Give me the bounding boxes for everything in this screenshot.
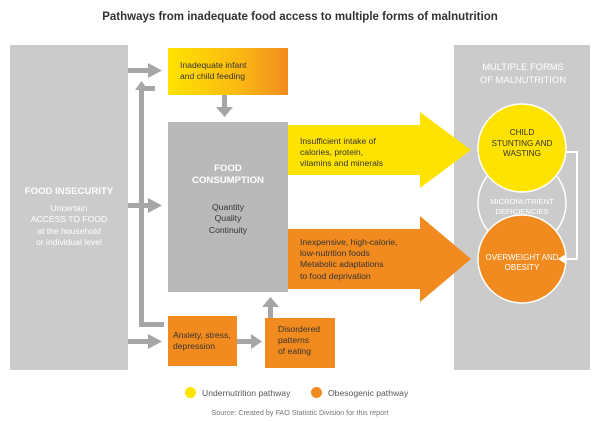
- micronutrient-line: MICRONUTRIENT: [490, 197, 554, 206]
- inexpensive-foods-label: Inexpensive, high-calorie, low-nutrition…: [300, 237, 425, 282]
- obesity-label: OVERWEIGHT AND OBESITY: [483, 253, 561, 274]
- food-insecurity-panel: [10, 45, 128, 370]
- malnutrition-heading-line: MULTIPLE FORMS: [482, 61, 564, 72]
- anxiety-line: depression: [173, 341, 216, 352]
- inexpensive-foods-line: Inexpensive, high-calorie,: [300, 237, 398, 247]
- undernutrition-arrow: [288, 112, 471, 188]
- food-insecurity-line: or individual level: [36, 237, 102, 248]
- infant-feeding-label: Inadequate infant and child feeding: [180, 60, 288, 82]
- food-consumption-heading-line: FOOD: [214, 163, 242, 174]
- anxiety-line: Anxiety, stress,: [173, 330, 231, 340]
- insufficient-intake-line: calories, protein,: [300, 147, 364, 158]
- malnutrition-heading-line: OF MALNUTRITION: [480, 73, 566, 85]
- diagram-title: Pathways from inadequate food access to …: [102, 11, 498, 23]
- stunting-label: CHILD STUNTING AND WASTING: [478, 128, 566, 160]
- circle-bracket: [566, 151, 578, 260]
- food-insecurity-description: Uncertain ACCESS TO FOOD at the househol…: [10, 203, 128, 249]
- malnutrition-heading: MULTIPLE FORMS OF MALNUTRITION: [456, 61, 590, 86]
- inexpensive-foods-line: Metabolic adaptations: [300, 259, 384, 270]
- micronutrient-line: DEFICIENCIES: [495, 206, 549, 216]
- undernutrition-legend-label: Undernutrition pathway: [202, 388, 291, 398]
- food-insecurity-line: Uncertain: [50, 203, 88, 213]
- food-consumption-item: Quantity: [211, 202, 244, 212]
- food-consumption-heading-line: CONSUMPTION: [192, 174, 264, 186]
- inexpensive-foods-line: low-nutrition foods: [300, 248, 370, 259]
- infant-feeding-line: and child feeding: [180, 71, 245, 82]
- food-insecurity-line: at the household: [37, 225, 101, 236]
- disordered-eating-line: of eating: [278, 346, 311, 357]
- anxiety-label: Anxiety, stress, depression: [173, 330, 237, 352]
- food-consumption-heading: FOOD CONSUMPTION: [168, 163, 288, 187]
- insufficient-intake-line: Insufficient intake of: [300, 136, 376, 146]
- undernutrition-legend-swatch: [185, 387, 196, 398]
- stunting-line: CHILD: [509, 128, 535, 137]
- obesogenic-arrow: [288, 216, 471, 302]
- disordered-eating-box: [265, 318, 335, 368]
- food-insecurity-line: ACCESS TO FOOD: [30, 214, 108, 225]
- infant-feeding-line: Inadequate infant: [180, 60, 247, 70]
- food-consumption-items: Quantity Quality Continuity: [168, 202, 288, 236]
- stunting-circle: [477, 103, 567, 193]
- source-note: Source: Created by FAO Statistic Divisio…: [211, 408, 389, 417]
- inexpensive-foods-line: to food deprivation: [300, 270, 371, 281]
- obesogenic-legend-label: Obesogenic pathway: [328, 388, 409, 398]
- disordered-eating-label: Disordered patterns of eating: [278, 324, 335, 358]
- connector-arrows: [128, 63, 279, 349]
- micronutrient-label: MICRONUTRIENT DEFICIENCIES: [478, 197, 566, 217]
- obesity-line: OVERWEIGHT AND OBESITY: [485, 253, 559, 273]
- obesogenic-legend-swatch: [311, 387, 322, 398]
- bracket-arrowhead: [558, 254, 566, 264]
- insufficient-intake-label: Insufficient intake of calories, protein…: [300, 136, 418, 170]
- infant-feeding-box: [168, 48, 288, 95]
- stunting-line: STUNTING AND WASTING: [491, 138, 553, 159]
- food-insecurity-heading: FOOD INSECURITY: [24, 186, 114, 197]
- food-consumption-box: [168, 122, 288, 292]
- disordered-eating-line: patterns: [278, 335, 310, 346]
- disordered-eating-line: Disordered: [278, 324, 321, 334]
- food-consumption-item: Continuity: [208, 224, 248, 235]
- food-consumption-item: Quality: [214, 213, 242, 224]
- anxiety-box: [168, 316, 237, 366]
- insufficient-intake-line: vitamins and minerals: [300, 158, 384, 169]
